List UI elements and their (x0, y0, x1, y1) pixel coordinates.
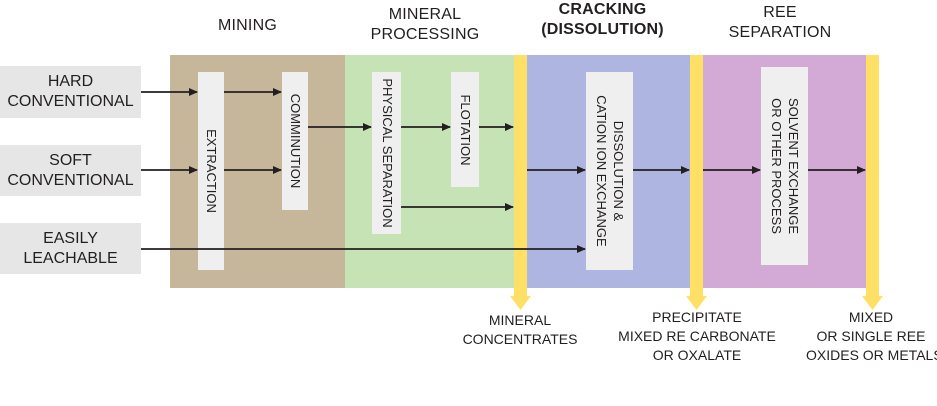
extraction-box: EXTRACTION (198, 72, 224, 270)
header-cracking: CRACKING (DISSOLUTION) (541, 1, 664, 38)
mixed-ree-bar (862, 55, 883, 310)
physical-separation-box: PHYSICAL SEPARATION (372, 72, 401, 234)
header-mining: MINING (218, 17, 277, 34)
mineral-concentrates-bar (510, 55, 531, 310)
header-ree-separation: REE SEPARATION (728, 4, 832, 41)
header-mineral-processing: MINERAL PROCESSING (370, 6, 480, 43)
output-mixed-ree: MIXED OR SINGLE REE OXIDES OR METALS (806, 309, 937, 363)
dissolution-box: DISSOLUTION & CATION ION EXCHANGE (586, 72, 633, 270)
precipitate-bar (686, 55, 707, 310)
solvent-exchange-box: SOLVENT EXCHANGE OR OTHER PROCESS (761, 67, 808, 265)
output-precipitate: PRECIPITATE MIXED RE CARBONATE OR OXALAT… (618, 309, 776, 363)
output-mineral-concentrates: MINERAL CONCENTRATES (462, 312, 578, 347)
flotation-box: FLOTATION (451, 72, 479, 187)
comminution-box: COMMINUTION (282, 72, 308, 210)
